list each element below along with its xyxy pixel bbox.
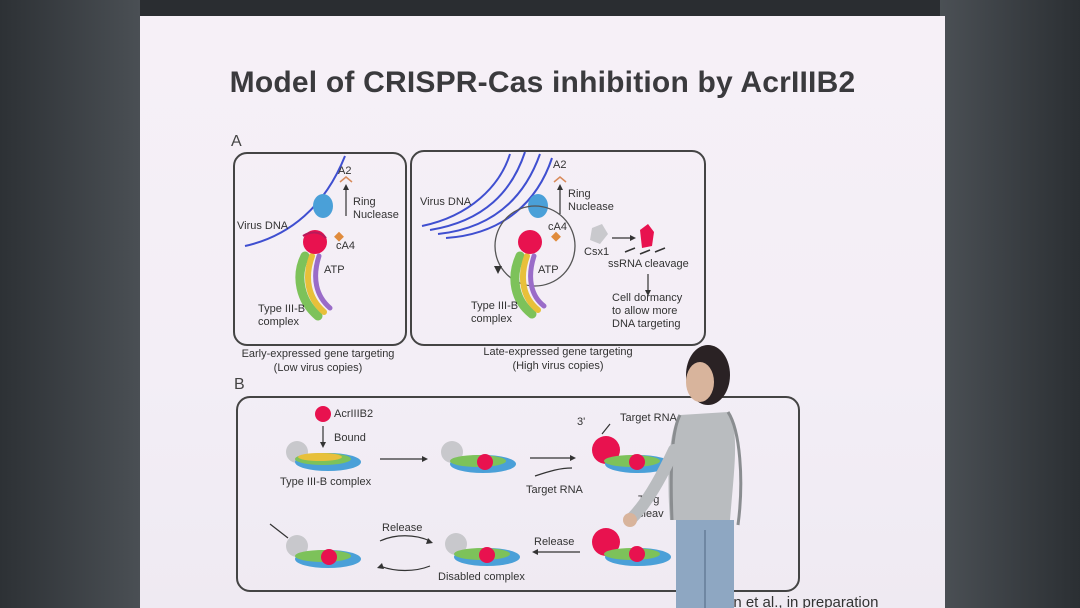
top-strip (0, 0, 1080, 16)
projected-slide: Model of CRISPR-Cas inhibition by AcrIII… (140, 16, 945, 608)
caption-late: Late-expressed gene targeting (High viru… (458, 345, 658, 373)
diagram-art (244, 151, 671, 572)
label-ring-left-1: Ring (353, 196, 376, 208)
label-acr: AcrIIIB2 (334, 408, 374, 420)
label-release-1: Release (382, 522, 423, 534)
citation: in et al., in preparation (730, 594, 879, 608)
a2-product (339, 176, 353, 183)
label-ca4-right: cA4 (548, 221, 567, 233)
label-three-prime: 3' (577, 416, 586, 428)
virus-dna-strand (244, 155, 346, 247)
label-atp-right: ATP (538, 264, 559, 276)
blue-subunit (313, 194, 333, 218)
label-target-rna-2: Target RNA (526, 484, 583, 496)
label-target-rna-1: Target RNA (620, 412, 677, 424)
caption-early-2: (Low virus copies) (273, 362, 363, 374)
caption-early: Early-expressed gene targeting (Low viru… (228, 347, 408, 375)
wall-left (0, 0, 140, 608)
label-dormancy-2: to allow more (612, 305, 678, 317)
label-complex-b: Type III-B complex (280, 476, 372, 488)
caption-early-1: Early-expressed gene targeting (241, 348, 395, 360)
cas10-red (303, 230, 327, 254)
label-disabled: Disabled complex (438, 571, 525, 583)
presenter-face (686, 362, 714, 402)
label-ring-right-1: Ring (568, 188, 591, 200)
presenter-arm (626, 444, 680, 524)
presenter-jacket (668, 412, 736, 520)
panel-a-letter: A (231, 133, 242, 150)
label-complex-right-1: Type III-B (471, 300, 519, 312)
label-ring-left-2: Nuclease (353, 209, 399, 221)
complex-green (295, 251, 323, 321)
label-a2-right: A2 (553, 159, 567, 171)
label-release-2: Release (534, 536, 575, 548)
label-virus-dna-left: Virus DNA (237, 220, 289, 232)
label-complex-right-2: complex (471, 313, 512, 325)
slide-title: Model of CRISPR-Cas inhibition by AcrIII… (229, 66, 856, 99)
label-csx1: Csx1 (584, 246, 610, 258)
label-dormancy-3: DNA targeting (612, 318, 681, 330)
wall-right (940, 0, 1080, 608)
acr-blob (315, 406, 331, 422)
label-complex-left-1: Type III-B (258, 303, 306, 315)
label-ring-right-2: Nuclease (568, 201, 614, 213)
csx1-shape (590, 224, 608, 244)
csx1-active (640, 224, 654, 248)
panel-b-letter: B (234, 376, 245, 393)
caption-late-1: Late-expressed gene targeting (483, 346, 633, 358)
complex-yellow (305, 253, 327, 315)
presenter (623, 345, 743, 608)
label-ssrna: ssRNA cleavage (608, 258, 689, 270)
panel-a-left-box (233, 152, 407, 346)
panel-a-right-box (410, 150, 706, 346)
ca4-diamond (334, 231, 344, 242)
complex-purple (313, 253, 333, 311)
label-ca4-left: cA4 (336, 240, 355, 252)
label-virus-dna-right: Virus DNA (420, 196, 472, 208)
label-complex-left-2: complex (258, 316, 299, 328)
cycle-circle (494, 205, 576, 287)
caption-late-2: (High virus copies) (512, 360, 604, 372)
label-bound: Bound (334, 432, 366, 444)
label-atp-left: ATP (324, 264, 345, 276)
label-a2-left: A2 (338, 165, 352, 177)
label-dormancy-1: Cell dormancy (612, 292, 683, 304)
panel-b-box (236, 396, 800, 592)
